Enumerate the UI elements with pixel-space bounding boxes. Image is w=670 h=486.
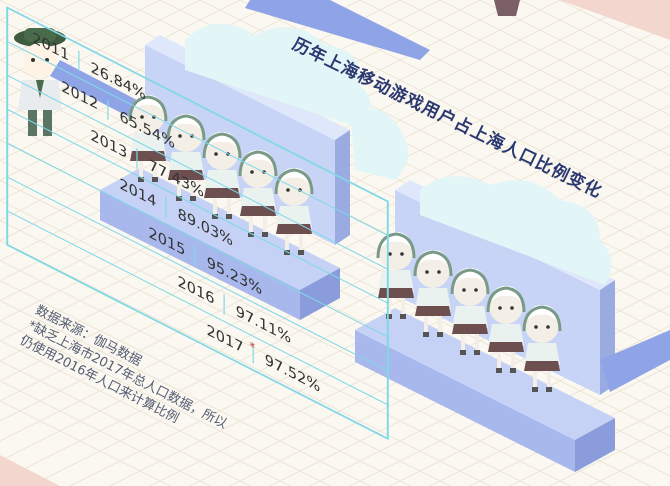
grid-line — [0, 220, 531, 486]
grid-line — [199, 0, 670, 236]
grid-line — [479, 0, 670, 96]
top-ribbon-stripe — [560, 0, 670, 40]
grid-line — [229, 265, 670, 486]
seated-figure — [486, 286, 526, 373]
seated-figure — [238, 150, 278, 237]
value-label: 97.11% — [236, 302, 291, 347]
grid-line — [0, 400, 171, 486]
value-label: 77.43% — [149, 156, 204, 201]
year-label: 2012 — [61, 78, 98, 114]
data-table: 201126.84%201265.54%201377.43%201489.03%… — [6, 6, 389, 441]
value-label: 65.54% — [120, 107, 175, 152]
row-divider — [6, 40, 389, 237]
bottom-stripe — [0, 455, 60, 486]
grid-line — [0, 380, 211, 486]
row-divider — [6, 175, 389, 373]
year-label: 2015 — [148, 224, 185, 260]
grid-line — [0, 280, 411, 486]
grid-line — [0, 0, 561, 282]
grid-line — [0, 320, 331, 486]
grid-line — [0, 300, 371, 486]
year-label: 2013 — [90, 126, 127, 162]
top-figure — [494, 0, 520, 16]
seated-figure — [202, 132, 242, 219]
grid-line — [0, 0, 601, 302]
grid-line — [399, 0, 670, 136]
grid-line — [0, 240, 491, 486]
grid-line — [239, 0, 670, 216]
soldier-figure — [14, 28, 66, 136]
grid-line — [429, 365, 670, 486]
seated-figure — [274, 168, 314, 255]
grid-line — [0, 0, 281, 141]
grid-line — [439, 0, 670, 116]
row-divider — [6, 74, 389, 271]
grid-line — [189, 245, 670, 486]
grid-line — [0, 260, 451, 486]
row-divider — [6, 209, 389, 406]
grid-line — [469, 385, 670, 486]
year-label: 2011 — [32, 29, 69, 65]
row-divider — [6, 142, 389, 339]
grid-line — [279, 0, 670, 196]
seated-figure — [450, 268, 490, 355]
seated-figures-left — [128, 95, 314, 255]
grid-line — [0, 340, 291, 486]
seated-figure — [166, 114, 206, 201]
footnote-asterisk: * — [249, 339, 255, 355]
seated-figure — [522, 305, 562, 392]
year-label: 2014 — [119, 175, 156, 211]
year-label: 2016 — [178, 272, 215, 308]
table-border — [6, 6, 389, 441]
year-label: 2017 — [207, 321, 244, 357]
seated-figure — [128, 95, 168, 182]
top-ribbon — [245, 0, 430, 60]
grid-line — [319, 0, 670, 176]
grid-line — [149, 225, 670, 486]
grid-line — [359, 0, 670, 156]
seated-figure — [413, 250, 453, 337]
grid-line — [269, 285, 670, 486]
value-label: 89.03% — [178, 205, 233, 250]
grid-line — [0, 199, 571, 486]
value-label: 95.23% — [207, 253, 262, 298]
row-divider — [6, 108, 389, 305]
grid-line — [0, 360, 251, 486]
